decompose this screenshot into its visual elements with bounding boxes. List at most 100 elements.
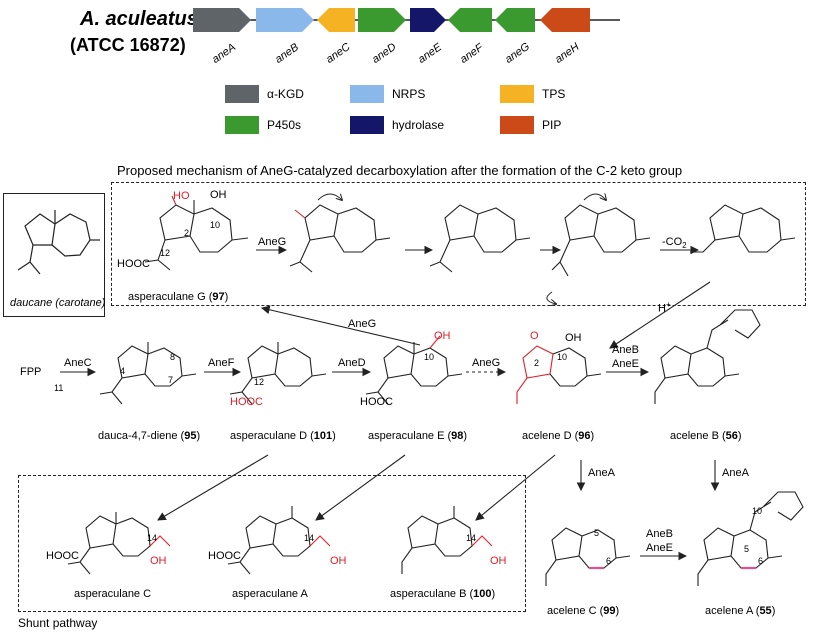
enzyme-aneb-top: AneB xyxy=(612,344,639,356)
gene-cluster xyxy=(190,8,620,32)
atom-11-95: 11 xyxy=(54,383,64,393)
enzyme-anee-bot: AneE xyxy=(646,542,673,554)
structure-int3 xyxy=(551,204,651,277)
enzyme-anef: AneF xyxy=(208,357,235,369)
enzyme-aned: AneD xyxy=(338,357,366,369)
structure-97 xyxy=(144,195,249,271)
caption-101: asperaculane D (101) xyxy=(230,430,336,442)
organism-title: A. aculeatus xyxy=(80,8,198,30)
structure-99 xyxy=(545,527,631,586)
gene-arrow-aneC xyxy=(317,8,355,32)
enzyme-anee-top: AneE xyxy=(612,358,639,370)
structure-asperaculane-a xyxy=(227,506,331,575)
co2-loss-label: -CO2 xyxy=(662,236,687,251)
legend-swatch-5 xyxy=(500,116,534,134)
legend-label-3: P450s xyxy=(267,118,302,132)
structure-int4 xyxy=(690,204,796,253)
atom-oh-96: OH xyxy=(565,332,582,344)
electron-arrows xyxy=(317,194,606,304)
enzyme-anea-2: AneA xyxy=(722,467,749,479)
shunt-pathway-label: Shunt pathway xyxy=(18,616,98,630)
structure-95 xyxy=(99,342,197,405)
arrow-shunt-a xyxy=(315,454,406,521)
caption-96: acelene D (96) xyxy=(522,430,595,442)
structure-asperaculane-c xyxy=(67,512,171,575)
atom-6-99: 6 xyxy=(606,556,612,566)
atom-10-98: 10 xyxy=(424,352,435,362)
atom-10-97: 10 xyxy=(210,220,221,230)
structure-101 xyxy=(229,342,327,405)
atom-oh-97: OH xyxy=(210,189,227,201)
structure-55 xyxy=(697,491,804,586)
arrow-hplus xyxy=(609,281,711,349)
atom-4-95: 4 xyxy=(120,366,126,376)
structure-int1 xyxy=(289,204,391,273)
atom-10-55: 10 xyxy=(752,506,763,516)
structure-96 xyxy=(516,345,602,404)
gene-arrow-aneF xyxy=(448,8,492,32)
atom-14-b: 14 xyxy=(466,533,477,543)
legend-label-5: PIP xyxy=(542,118,562,132)
structure-100 xyxy=(401,506,493,574)
daucane-box xyxy=(3,193,105,317)
atom-hooc-97: HOOC xyxy=(117,258,150,270)
atom-8-95: 8 xyxy=(170,352,176,362)
structure-98 xyxy=(365,335,463,405)
atom-oh-b: OH xyxy=(490,555,507,567)
shunt-box xyxy=(18,475,526,612)
atom-ho-97: HO xyxy=(173,190,190,202)
atom-6-55: 6 xyxy=(758,556,764,566)
legend-swatch-4 xyxy=(350,116,384,134)
legend-label-0: α-KGD xyxy=(267,87,304,101)
caption-98: asperaculane E (98) xyxy=(368,430,468,442)
gene-arrow-aneH xyxy=(540,8,590,32)
gene-arrow-aneG xyxy=(495,8,535,32)
atom-o-96: O xyxy=(530,330,539,342)
legend-swatch-0 xyxy=(225,85,259,103)
caption-100: asperaculane B (100) xyxy=(390,588,496,600)
atom-10-96: 10 xyxy=(557,352,568,362)
enzyme-aneg-dashed: AneG xyxy=(472,357,501,369)
daucane-label: daucane (carotane) xyxy=(10,297,106,309)
caption-asperaculane-c: asperaculane C xyxy=(74,588,152,600)
atom-oh-c: OH xyxy=(150,555,167,567)
atom-hooc-101: HOOC xyxy=(230,396,263,408)
atom-hooc-a: HOOC xyxy=(208,550,241,562)
gene-arrow-aneD xyxy=(358,8,406,32)
atom-2-97: 2 xyxy=(184,228,190,238)
legend-label-2: TPS xyxy=(542,87,566,101)
reaction-arrows xyxy=(60,245,720,561)
mechanism-title: Proposed mechanism of AneG-catalyzed dec… xyxy=(117,163,683,178)
atom-oh-a: OH xyxy=(330,555,347,567)
atom-12-97: 12 xyxy=(160,248,171,258)
legend-label-4: hydrolase xyxy=(392,118,445,132)
mechanism-structures xyxy=(144,195,796,277)
fpp-label: FPP xyxy=(20,366,42,378)
atom-hooc-c: HOOC xyxy=(46,550,79,562)
legend-swatch-2 xyxy=(500,85,534,103)
gene-arrow-aneB xyxy=(256,8,314,32)
arrow-shunt-c xyxy=(157,454,269,521)
structure-56 xyxy=(654,309,761,404)
atom-12-101: 12 xyxy=(254,377,265,387)
enzyme-anec: AneC xyxy=(64,357,92,369)
enzyme-aneb-bot: AneB xyxy=(646,528,673,540)
daucane-structure xyxy=(17,210,100,275)
caption-56: acelene B (56) xyxy=(670,430,742,442)
legend-label-1: NRPS xyxy=(392,87,426,101)
caption-95: dauca-4,7-diene (95) xyxy=(98,430,201,442)
legend-swatch-1 xyxy=(350,85,384,103)
enzyme-aneg-up: AneG xyxy=(348,318,377,330)
pathway-structures xyxy=(67,309,804,586)
atom-5-99: 5 xyxy=(594,528,600,538)
mechanism-box xyxy=(111,182,806,306)
atom-5-55: 5 xyxy=(744,544,750,554)
atom-14-a: 14 xyxy=(304,533,315,543)
strain-label: (ATCC 16872) xyxy=(70,35,186,55)
caption-97: asperaculane G (97) xyxy=(128,291,229,303)
structure-int2 xyxy=(429,204,531,273)
legend-swatch-3 xyxy=(225,116,259,134)
atom-oh-98: OH xyxy=(434,330,451,342)
